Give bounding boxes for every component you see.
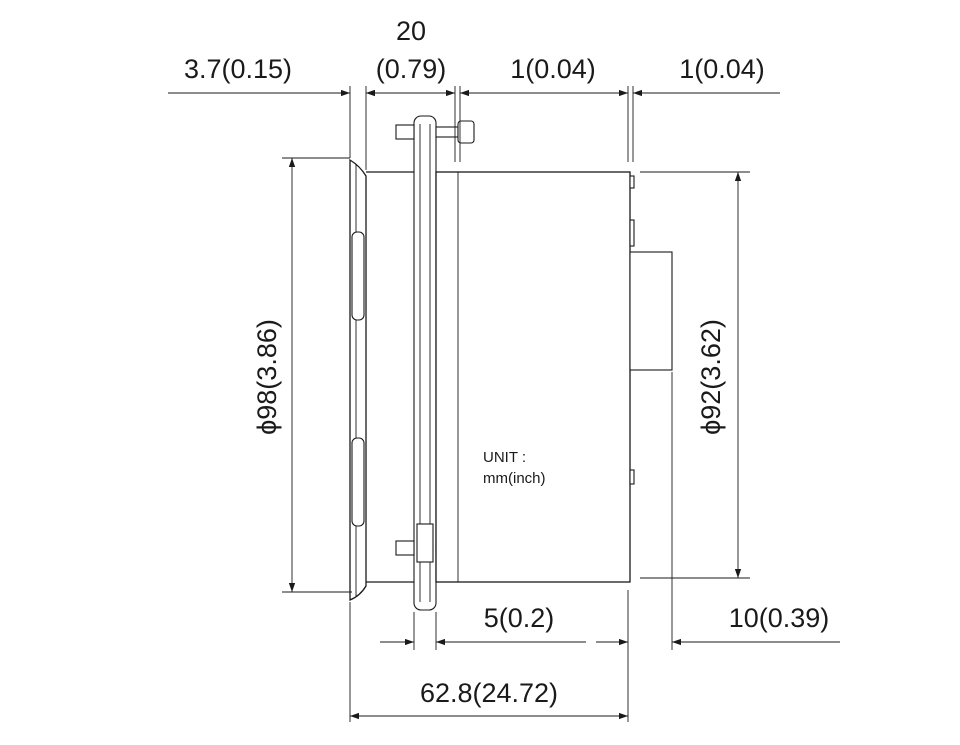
unit-note-line1: UNIT :: [483, 449, 526, 466]
bezel-clip-bottom: [351, 437, 365, 527]
dim-bottom-small: 5(0.2): [484, 603, 555, 633]
dim-top-mid-line1: 20: [396, 16, 426, 46]
dim-bottom-total: 62.8(24.72): [420, 678, 558, 708]
dim-bottom-right: 10(0.39): [729, 603, 830, 633]
dim-top-mid-line2: (0.79): [376, 54, 447, 84]
device-side-view: [349, 115, 673, 611]
dim-right-diameter: ϕ92(3.62): [696, 319, 726, 435]
rear-connector: [629, 251, 673, 371]
unit-note-line2: mm(inch): [483, 470, 546, 487]
dimension-lines: [168, 89, 840, 720]
housing-body: [435, 171, 631, 583]
dim-top-left: 3.7(0.15): [184, 54, 292, 84]
dim-left-diameter: ϕ98(3.86): [252, 319, 282, 435]
bracket-lower-block: [416, 523, 434, 563]
front-bezel: [349, 158, 367, 601]
bezel-clip-top: [351, 231, 365, 321]
unit-note: UNIT : mm(inch): [483, 449, 546, 487]
screw-top: [395, 120, 475, 144]
dim-top-right-a: 1(0.04): [510, 54, 596, 84]
dim-top-right-b: 1(0.04): [679, 54, 765, 84]
dimension-labels: 3.7(0.15) 20 (0.79) 1(0.04) 1(0.04) ϕ98(…: [184, 16, 829, 708]
